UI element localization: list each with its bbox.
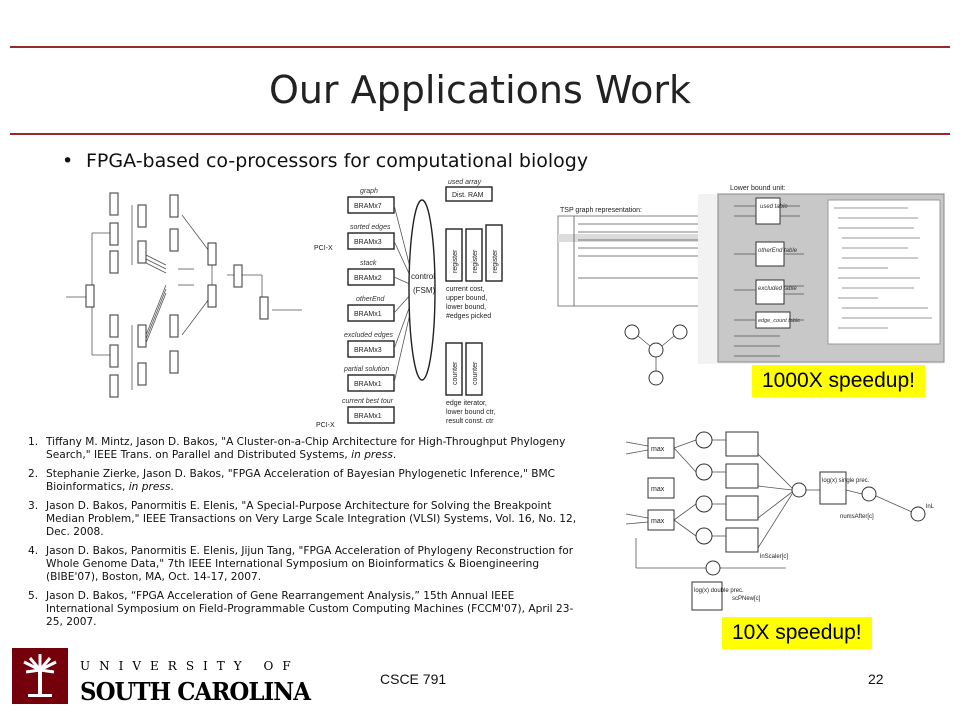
reference-item: 3. Jason D. Bakos, Panormitis E. Elenis, … — [28, 500, 583, 539]
pseudocode-lines — [834, 207, 932, 329]
dist-ram-label: Dist. RAM — [452, 192, 484, 199]
tsp-lower-bound-diagram: TSP graph representation: Lower bound un… — [557, 185, 945, 386]
datapath-lines — [625, 439, 913, 594]
bram-x1-label-3: BRAMx1 — [354, 413, 382, 420]
reference-number: 4. — [28, 545, 39, 557]
reference-number: 1. — [28, 436, 39, 448]
nums-after-label: numsAfter[c] — [840, 514, 874, 520]
bullet-text: FPGA-based co-processors for computation… — [86, 150, 589, 172]
counter-label-1: counter — [452, 361, 459, 385]
excluded-table-label: excluded table — [758, 286, 797, 292]
edges-picked-label: #edges picked — [446, 313, 491, 320]
logo-line1: UNIVERSITY OF — [80, 659, 300, 673]
reference-body: Tiffany M. Mintz, Jason D. Bakos, "A Clu… — [46, 436, 566, 461]
edge-count-table-label: edge_count table — [758, 318, 800, 324]
fsm-label: (FSM) — [413, 286, 436, 295]
excluded-edges-label: excluded edges — [344, 332, 394, 339]
lower-bound-ctr-label: lower bound ctr, — [446, 409, 495, 416]
current-best-tour-label: current best tour — [342, 398, 394, 405]
bram-x1-label-1: BRAMx1 — [354, 311, 382, 318]
bram-x1-label-2: BRAMx1 — [354, 381, 382, 388]
reference-body: Stephanie Zierke, Jason D. Bakos, "FPGA … — [46, 468, 556, 493]
speedup-badge-top: 1000X speedup! — [752, 365, 925, 397]
bram-x7-label: BRAMx7 — [354, 203, 382, 210]
single-prec-label: log(x) single prec. — [822, 478, 870, 484]
lower-bound-signal-lines — [734, 205, 804, 357]
reference-text: Jason D. Bakos, Panormitis E. Elenis, "A… — [46, 500, 583, 539]
reference-number: 2. — [28, 468, 39, 480]
speedup-badge-bottom: 10X speedup! — [722, 617, 872, 649]
reference-text: Jason D. Bakos, Panormitis E. Elenis, Ji… — [46, 545, 583, 584]
reference-text: Tiffany M. Mintz, Jason D. Bakos, "A Clu… — [46, 436, 583, 462]
buffer-tree-diagram — [66, 192, 302, 398]
slide-title: Our Applications Work — [268, 68, 692, 112]
title-underline-rule — [10, 133, 950, 135]
bram-x3-label-2: BRAMx3 — [354, 347, 382, 354]
reference-text: Jason D. Bakos, “FPGA Acceleration of Ge… — [46, 590, 583, 629]
bullet-dot-icon: • — [62, 150, 74, 172]
counter-label-2: counter — [472, 361, 479, 385]
max-label-3: max — [651, 518, 665, 525]
palmetto-tree-icon — [23, 654, 57, 697]
reference-status: in press — [128, 481, 171, 493]
reference-item: 4. Jason D. Bakos, Panormitis E. Elenis, … — [28, 545, 583, 584]
register-label-3: register — [492, 249, 499, 273]
reference-text: Stephanie Zierke, Jason D. Bakos, "FPGA … — [46, 468, 583, 494]
reference-tail: . — [170, 481, 174, 493]
control-label: control — [411, 272, 435, 281]
edge-iterator-label: edge iterator, — [446, 400, 487, 407]
reference-item: 1. Tiffany M. Mintz, Jason D. Bakos, "A C… — [28, 436, 583, 462]
reference-tail: . — [392, 449, 397, 461]
lower-bound-unit-label: Lower bound unit: — [730, 185, 786, 192]
likelihood-datapath-diagram: max max max log(x) single prec. numsAfte… — [625, 431, 935, 611]
stack-label: stack — [360, 260, 377, 267]
used-array-label: used array — [448, 179, 482, 186]
lower-bound-label: lower bound, — [446, 304, 486, 311]
reference-list: 1. Tiffany M. Mintz, Jason D. Bakos, "A C… — [28, 436, 583, 635]
buffer-boxes — [85, 192, 269, 398]
reference-status: in press — [351, 449, 393, 461]
max-label-2: max — [651, 486, 665, 493]
reference-number: 5. — [28, 590, 39, 602]
used-table-label: used table — [760, 204, 788, 210]
reference-item: 2. Stephanie Zierke, Jason D. Bakos, "FPG… — [28, 468, 583, 494]
reference-body: Jason D. Bakos, Panormitis E. Elenis, "A… — [46, 500, 577, 538]
other-end-table-label: otherEnd table — [758, 248, 798, 254]
reference-body: Jason D. Bakos, “FPGA Acceleration of Ge… — [46, 590, 574, 628]
tsp-graph-label: TSP graph representation: — [560, 207, 642, 214]
tsp-graph — [624, 324, 688, 386]
bram-x2-label: BRAMx2 — [354, 275, 382, 282]
top-rule — [10, 46, 950, 48]
lnl-label: lnL — [926, 504, 935, 510]
other-end-label: otherEnd — [356, 296, 386, 303]
footer-course: CSCE 791 — [380, 671, 447, 687]
result-const-ctr-label: result const. ctr — [446, 418, 494, 425]
logo-line2: SOUTH CAROLINA — [80, 677, 311, 706]
pci-x-label-bottom: PCI-X — [316, 422, 335, 429]
reference-body: Jason D. Bakos, Panormitis E. Elenis, Ji… — [46, 545, 574, 583]
max-label-1: max — [651, 446, 665, 453]
sc-pnew-label: scPNew[c] — [732, 596, 761, 602]
tsp-table-lines — [573, 216, 708, 306]
ln-scaler-label: lnScaler[c] — [760, 554, 788, 560]
reference-item: 5. Jason D. Bakos, “FPGA Acceleration of … — [28, 590, 583, 629]
footer-page-number: 22 — [868, 671, 884, 687]
partial-solution-label: partial solution — [343, 366, 389, 373]
reference-number: 3. — [28, 500, 39, 512]
graph-label: graph — [360, 188, 378, 195]
bram-x3-label-1: BRAMx3 — [354, 239, 382, 246]
current-cost-label: current cost, — [446, 286, 485, 293]
pci-x-label-top: PCI-X — [314, 245, 333, 252]
register-label-1: register — [452, 249, 459, 273]
buffer-fan-lines — [145, 254, 194, 344]
register-label-2: register — [472, 249, 479, 273]
usc-logo: UNIVERSITY OF SOUTH CAROLINA — [12, 648, 312, 706]
multiplier-nodes — [695, 431, 926, 576]
bullet-item: • FPGA-based co-processors for computatio… — [62, 150, 588, 172]
double-prec-label: log(x) double prec. — [694, 588, 744, 594]
upper-bound-label: upper bound, — [446, 295, 487, 302]
sorted-edges-label: sorted edges — [350, 224, 391, 231]
bram-architecture-diagram: used array Dist. RAM graph BRAMx7 sorted… — [314, 179, 503, 429]
